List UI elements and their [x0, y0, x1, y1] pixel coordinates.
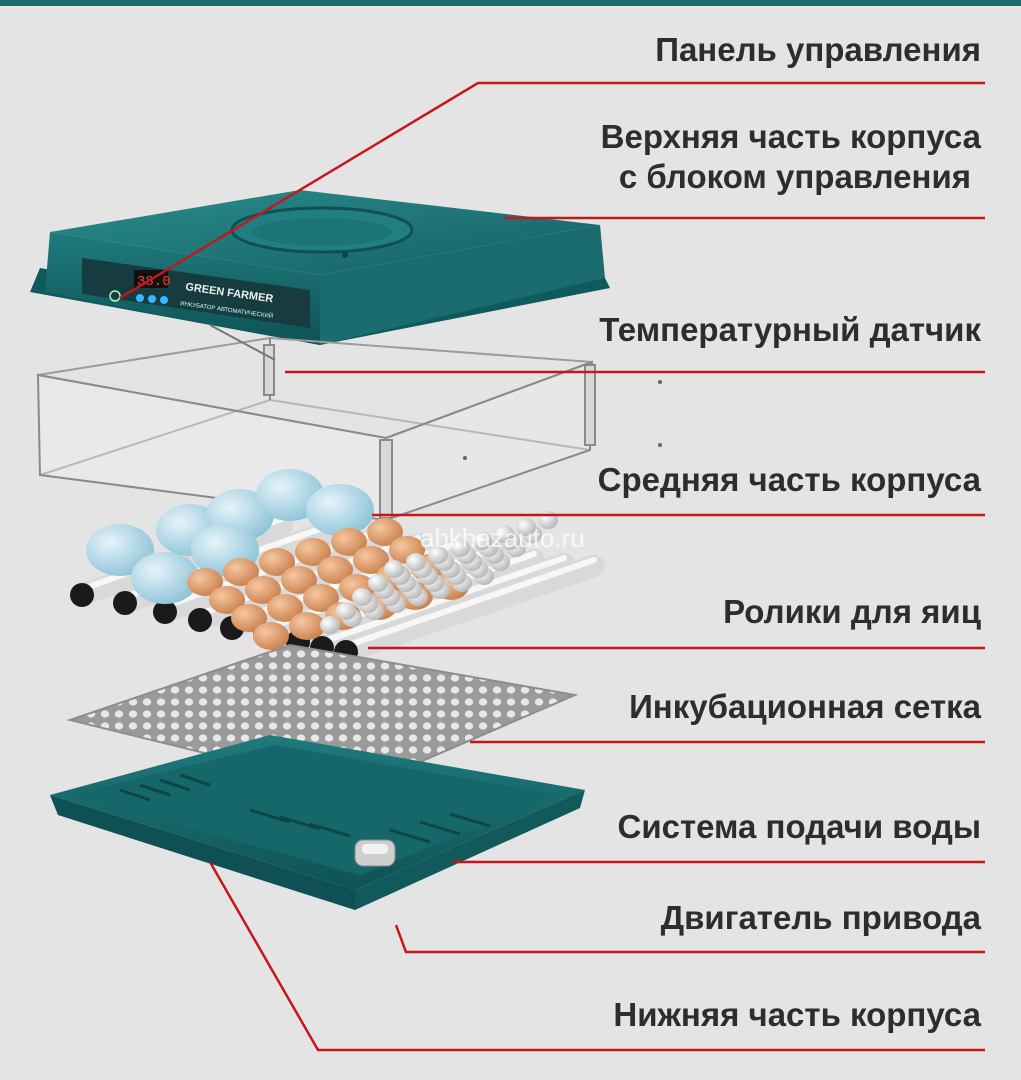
brown-egg [367, 518, 403, 546]
brown-egg [267, 594, 303, 622]
upper-housing: 38.0 GREEN FARMER ИНКУБАТОР АВТОМАТИЧЕСК… [30, 190, 610, 345]
leader-line-lower-body [208, 861, 985, 1052]
watermark: abkhazauto.ru [420, 523, 585, 553]
top-border [0, 0, 1021, 6]
lower-housing [50, 735, 585, 910]
brown-egg [331, 528, 367, 556]
eggs [86, 469, 558, 650]
blue-egg [131, 552, 199, 604]
quail-egg [336, 602, 356, 620]
quail-egg [320, 616, 340, 634]
blue-egg [86, 524, 154, 576]
brown-egg [223, 558, 259, 586]
brown-egg [317, 556, 353, 584]
label-water-system: Система подачи воды [617, 808, 982, 845]
label-temp-sensor: Температурный датчик [599, 311, 981, 348]
label-upper-body: Верхняя часть корпуса с блоком управлени… [601, 117, 981, 197]
power-switch-icon [109, 290, 121, 302]
quail-egg [494, 525, 514, 543]
brown-egg [303, 584, 339, 612]
label-upper-body-line1: Верхняя часть корпуса [600, 118, 981, 155]
roller [310, 553, 575, 660]
brown-egg [253, 622, 289, 650]
label-drive-motor: Двигатель привода [660, 899, 981, 936]
quail-egg [472, 532, 492, 550]
control-button [160, 296, 168, 304]
brown-egg [259, 548, 295, 576]
quail-egg [352, 588, 372, 606]
blue-egg [306, 484, 374, 536]
brown-egg [295, 538, 331, 566]
control-button [148, 295, 156, 303]
brown-egg [281, 566, 317, 594]
brown-egg [231, 604, 267, 632]
quail-egg [516, 518, 536, 536]
quail-egg [384, 560, 404, 578]
label-lower-body: Нижняя часть корпуса [613, 996, 981, 1033]
quail-egg [406, 553, 426, 571]
quail-egg [450, 539, 470, 557]
brown-egg [245, 576, 281, 604]
label-middle-body: Средняя часть корпуса [597, 461, 981, 498]
brown-egg [187, 568, 223, 596]
display-readout: 38.0 [137, 274, 171, 290]
label-egg-rollers: Ролики для яиц [723, 593, 981, 630]
quail-egg [428, 546, 448, 564]
control-button [136, 294, 144, 302]
leader-lines [119, 81, 985, 1052]
leader-line-drive-motor [394, 924, 985, 954]
label-control-panel: Панель управления [655, 31, 981, 68]
leader-line-control-panel [119, 81, 985, 300]
brown-egg [209, 586, 245, 614]
label-incubation-grid: Инкубационная сетка [629, 688, 981, 725]
brown-egg [289, 612, 325, 640]
brown-egg [353, 546, 389, 574]
label-upper-body-line2: с блоком управления [618, 158, 971, 195]
quail-egg [368, 574, 388, 592]
